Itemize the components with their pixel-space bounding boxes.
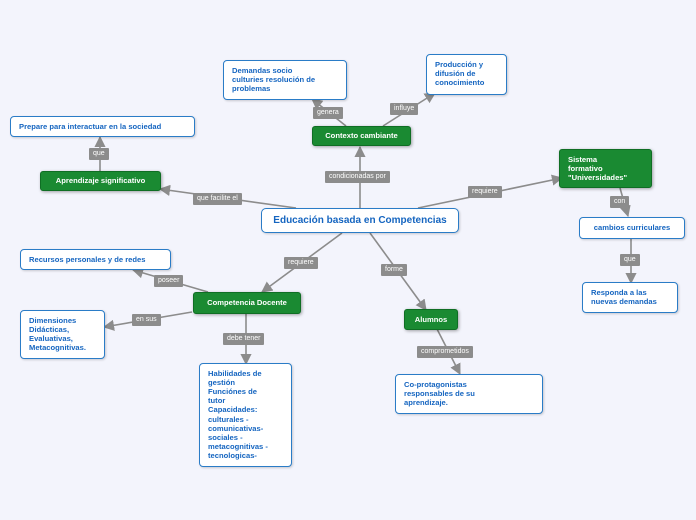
label-influye: influye [390, 103, 419, 115]
coprotagonistas-node[interactable]: Co-protagonistas responsables de su apre… [395, 374, 543, 414]
demandas-node[interactable]: Demandas socio culturies resolución de p… [223, 60, 347, 100]
label-en-sus: en sus [132, 314, 161, 326]
label-requiere-2: requiere [284, 257, 318, 269]
competencia-node[interactable]: Competencia Docente [193, 292, 301, 314]
prepare-node[interactable]: Prepare para interactuar en la sociedad [10, 116, 195, 137]
label-comprometidos: comprometidos [417, 346, 473, 358]
label-condicionadas-por: condicionadas por [325, 171, 390, 183]
alumnos-node[interactable]: Alumnos [404, 309, 458, 330]
recursos-node[interactable]: Recursos personales y de redes [20, 249, 171, 270]
label-poseer: poseer [154, 275, 184, 287]
habilidades-node[interactable]: Habilidades de gestión Funciónes de tuto… [199, 363, 292, 467]
label-que-2: que [620, 254, 640, 266]
contexto-node[interactable]: Contexto cambiante [312, 126, 411, 146]
center-node[interactable]: Educación basada en Competencias [261, 208, 459, 233]
sistema-node[interactable]: Sistema formativo "Universidades" [559, 149, 652, 188]
responda-node[interactable]: Responda a las nuevas demandas [582, 282, 678, 313]
produccion-node[interactable]: Producción y difusión de conocimiento [426, 54, 507, 95]
label-requiere-1: requiere [468, 186, 502, 198]
dimensiones-node[interactable]: Dimensiones Didácticas, Evaluativas, Met… [20, 310, 105, 359]
label-que-1: que [89, 148, 109, 160]
label-debe-tener: debe tener [223, 333, 265, 345]
label-forme: forme [381, 264, 407, 276]
cambios-node[interactable]: cambios curriculares [579, 217, 685, 239]
label-genera: genera [313, 107, 343, 119]
label-con: con [610, 196, 630, 208]
label-que-facilite-el: que facilite el [193, 193, 242, 205]
aprendizaje-node[interactable]: Aprendizaje significativo [40, 171, 161, 191]
